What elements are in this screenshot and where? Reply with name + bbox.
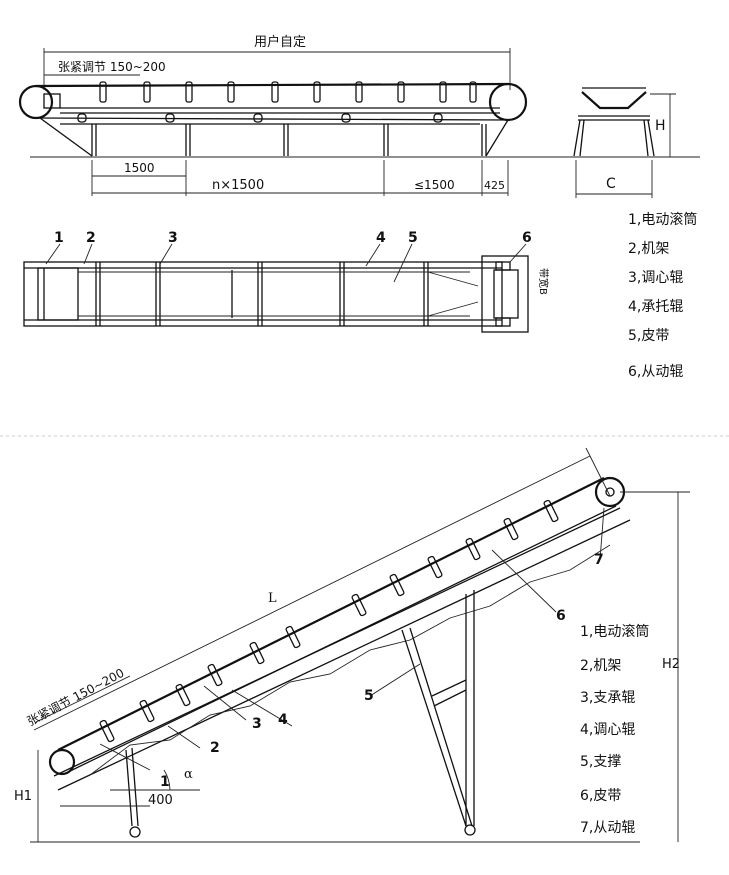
bottom-legend-6: 6,皮带	[580, 788, 621, 804]
dim-C: C	[606, 176, 616, 192]
top-legend-1: 1,电动滚筒	[628, 211, 697, 228]
callout-2: 2	[210, 740, 220, 756]
dim-tension-bottom: 张紧调节 150~200	[25, 666, 127, 729]
callout-3: 3	[252, 716, 262, 732]
dim-H2: H2	[662, 657, 680, 672]
bottom-legend-7: 7,从动辊	[580, 820, 635, 836]
bottom-legend: 1,电动滚筒 2,机架 3,支承辊 4,调心辊 5,支撑 6,皮带 7,从动辊	[580, 623, 649, 836]
dim-425: 425	[484, 179, 505, 192]
side-elevation: 用户自定 张紧调节 150~200	[18, 34, 560, 196]
bottom-legend-3: 3,支承辊	[580, 690, 635, 706]
plan-callout-5: 5	[408, 230, 418, 246]
top-legend-3: 3,调心辊	[628, 270, 683, 286]
top-legend: 1,电动滚筒 2,机架 3,调心辊 4,承托辊 5,皮带 6,从动辊	[628, 211, 697, 380]
drive-drum	[18, 84, 54, 120]
tail-drum-incline	[594, 476, 626, 508]
top-legend-4: 4,承托辊	[628, 299, 683, 315]
end-view: H C	[560, 87, 700, 198]
plan-callout-4: 4	[376, 230, 386, 246]
dim-tension-top: 张紧调节 150~200	[58, 60, 166, 74]
top-legend-2: 2,机架	[628, 241, 669, 257]
plan-view: 带宽B 1 2 3 4 5 6	[23, 230, 550, 333]
plan-callout-3: 3	[168, 230, 178, 246]
dim-L: L	[268, 591, 277, 606]
callout-5: 5	[364, 688, 374, 704]
drive-drum-incline	[48, 748, 76, 776]
plan-callout-1: 1	[54, 230, 64, 246]
top-legend-6: 6,从动辊	[628, 364, 683, 380]
dim-H1: H1	[14, 789, 32, 804]
top-legend-5: 5,皮带	[628, 328, 669, 344]
tail-drum	[488, 82, 528, 122]
plan-callout-6: 6	[522, 230, 532, 246]
callout-7: 7	[594, 552, 604, 568]
callout-6: 6	[556, 608, 566, 624]
bottom-legend-5: 5,支撑	[580, 754, 621, 770]
dim-n-1500: n×1500	[212, 178, 264, 193]
callout-1: 1	[160, 774, 170, 790]
dim-H: H	[655, 118, 666, 134]
dim-1500: 1500	[124, 161, 155, 175]
dim-le-1500: ≤1500	[414, 178, 455, 192]
dim-400: 400	[148, 793, 173, 808]
inclined-conveyor: L 张紧调节 150~200 H1 400 α H2 1 2 3 4 5 6 7	[14, 447, 690, 843]
dim-overall: 用户自定	[254, 34, 306, 50]
callout-4: 4	[278, 712, 288, 728]
dim-belt-width: 带宽B	[537, 268, 550, 295]
bottom-legend-4: 4,调心辊	[580, 722, 635, 738]
dim-alpha: α	[184, 767, 193, 782]
plan-callout-2: 2	[86, 230, 96, 246]
bottom-legend-1: 1,电动滚筒	[580, 623, 649, 640]
bottom-legend-2: 2,机架	[580, 658, 621, 674]
